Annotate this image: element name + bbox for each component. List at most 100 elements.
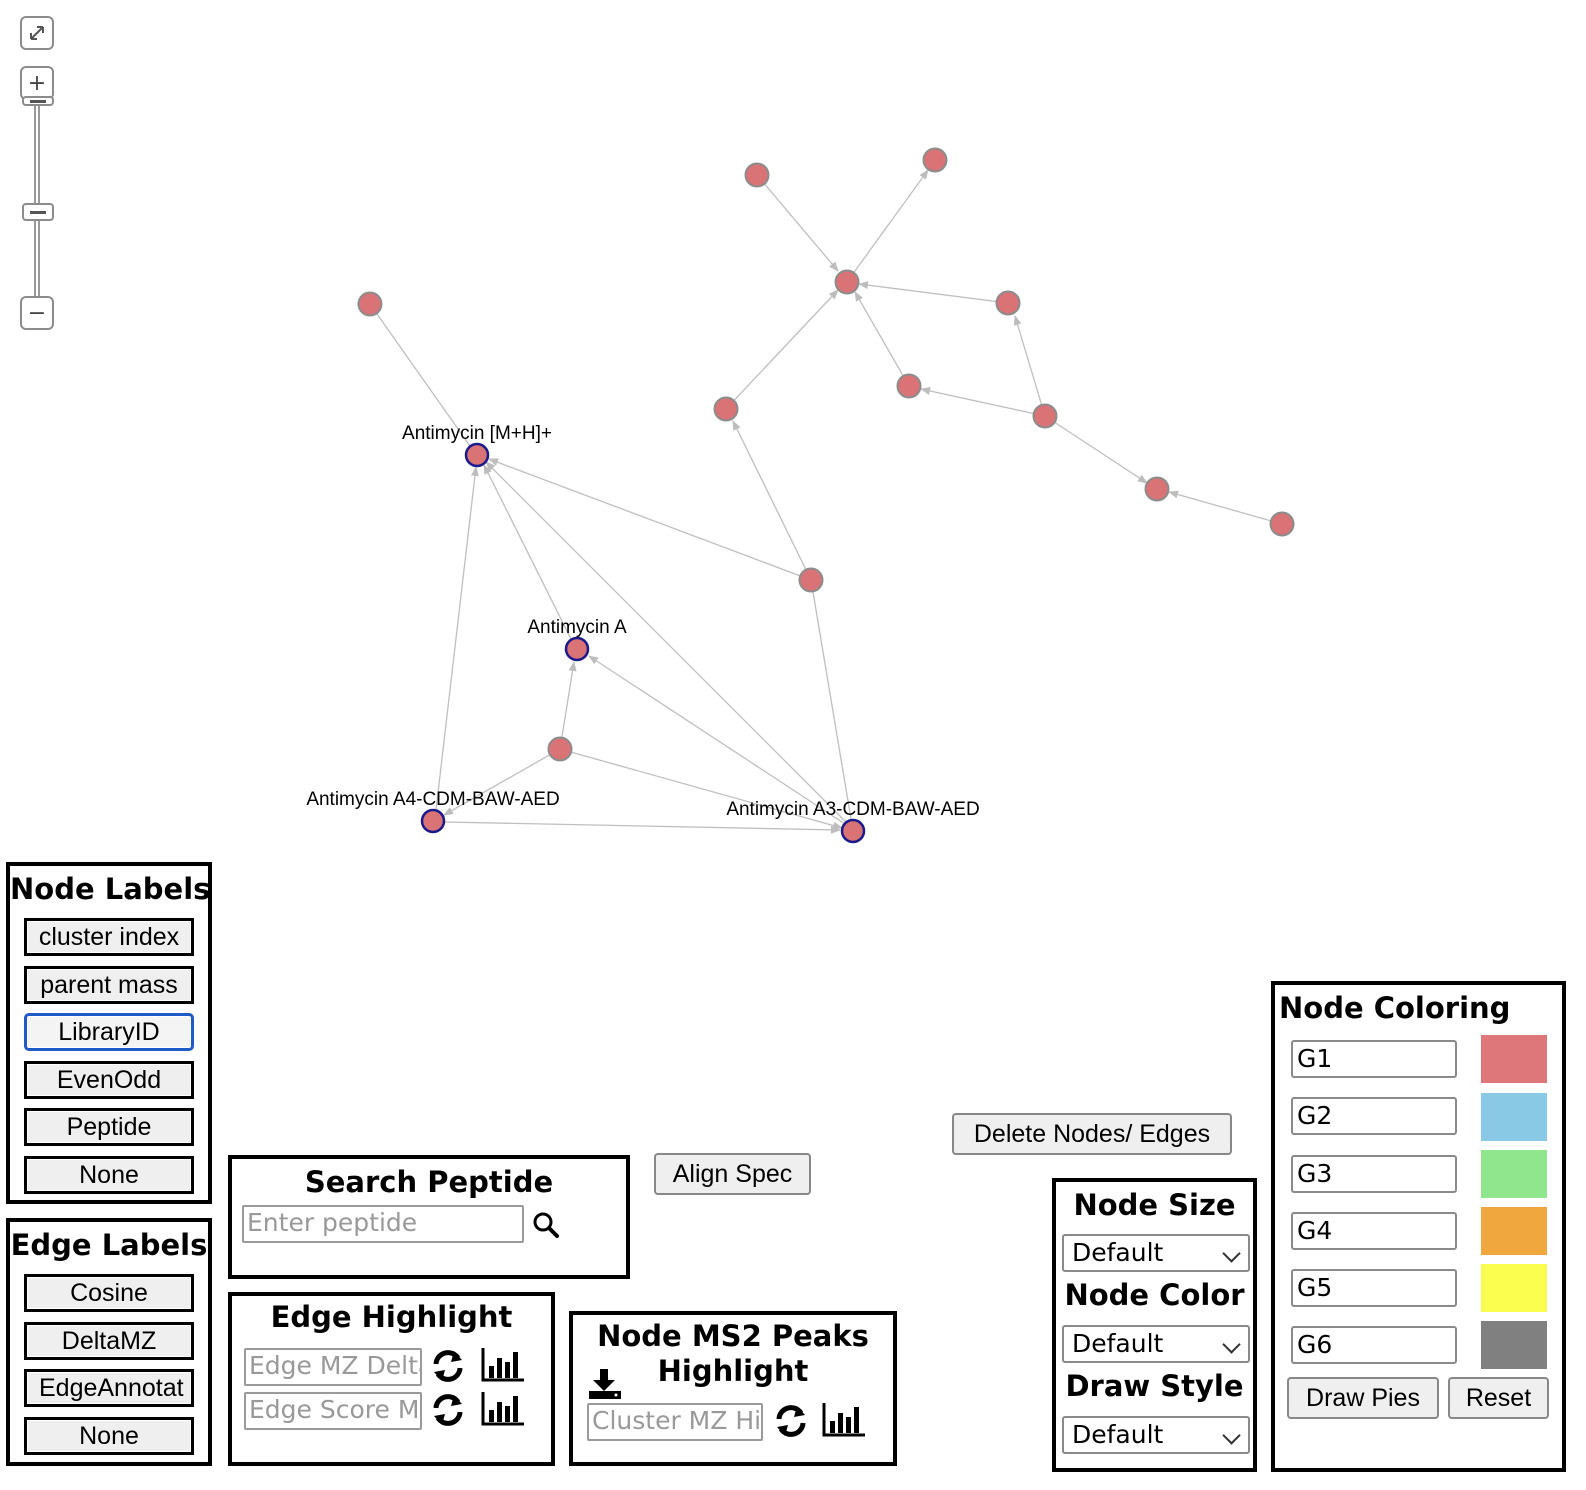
group-name-input-g5[interactable]: G5 bbox=[1291, 1269, 1457, 1307]
edge[interactable] bbox=[559, 748, 843, 830]
graph-node-antimycin-a3[interactable] bbox=[840, 818, 866, 844]
draw-style-title: Draw Style bbox=[1065, 1369, 1244, 1403]
graph-node[interactable] bbox=[547, 736, 573, 762]
graph-node-antimycin-a4[interactable] bbox=[420, 808, 446, 834]
plus-icon: + bbox=[27, 70, 47, 96]
graph-node[interactable] bbox=[1269, 511, 1295, 537]
edge[interactable] bbox=[846, 169, 929, 283]
edge[interactable] bbox=[810, 579, 852, 820]
node-label-parent-mass-button[interactable]: parent mass bbox=[24, 966, 194, 1004]
download-icon[interactable] bbox=[587, 1367, 623, 1401]
graph-node[interactable] bbox=[922, 147, 948, 173]
graph-node[interactable] bbox=[357, 291, 383, 317]
node-label-libraryid-button[interactable]: LibraryID bbox=[24, 1013, 194, 1051]
group-color-swatch-g1[interactable] bbox=[1481, 1035, 1547, 1083]
edge-label-none-button[interactable]: None bbox=[24, 1417, 194, 1455]
zoom-out-button[interactable]: − bbox=[20, 296, 54, 330]
node-coloring-panel: Node Coloring G1 G2 G3 G4 G5 G6 Draw Pie… bbox=[1271, 981, 1566, 1472]
node-label: Antimycin A3-CDM-BAW-AED bbox=[726, 799, 979, 820]
graph-node[interactable] bbox=[713, 396, 739, 422]
graph-node[interactable] bbox=[798, 567, 824, 593]
node-labels: Antimycin [M+H]+ Antimycin A Antimycin A… bbox=[306, 423, 979, 820]
edge[interactable] bbox=[756, 174, 839, 272]
group-name-input-g3[interactable]: G3 bbox=[1291, 1155, 1457, 1193]
refresh-icon[interactable] bbox=[771, 1401, 811, 1441]
search-icon[interactable] bbox=[532, 1211, 560, 1239]
edge[interactable] bbox=[1013, 315, 1046, 417]
graph-node[interactable] bbox=[744, 162, 770, 188]
graph-node[interactable] bbox=[896, 373, 922, 399]
group-color-swatch-g5[interactable] bbox=[1481, 1264, 1547, 1312]
draw-pies-button[interactable]: Draw Pies bbox=[1287, 1377, 1439, 1419]
chevron-down-icon bbox=[1222, 1426, 1241, 1445]
group-name-input-g1[interactable]: G1 bbox=[1291, 1040, 1457, 1078]
group-color-swatch-g2[interactable] bbox=[1481, 1093, 1547, 1141]
node-label-none-button[interactable]: None bbox=[24, 1156, 194, 1194]
delete-nodes-edges-button[interactable]: Delete Nodes/ Edges bbox=[952, 1113, 1232, 1155]
group-color-swatch-g4[interactable] bbox=[1481, 1207, 1547, 1255]
edge[interactable] bbox=[732, 420, 812, 581]
graph-node[interactable] bbox=[1032, 403, 1058, 429]
library-nodes bbox=[420, 442, 866, 844]
bar-chart-icon[interactable] bbox=[821, 1401, 867, 1439]
graph-node[interactable] bbox=[995, 290, 1021, 316]
node-color-title: Node Color bbox=[1064, 1278, 1245, 1312]
edge-highlight-panel: Edge Highlight Edge MZ Delta Edge Score … bbox=[228, 1292, 555, 1466]
ms2-peaks-panel: Node MS2 Peaks Highlight Cluster MZ Hig bbox=[569, 1311, 897, 1466]
edge-mz-delta-input[interactable]: Edge MZ Delta bbox=[244, 1348, 422, 1386]
group-name-input-g6[interactable]: G6 bbox=[1291, 1326, 1457, 1364]
edge[interactable] bbox=[588, 655, 846, 825]
refresh-icon[interactable] bbox=[428, 1346, 468, 1386]
edge[interactable] bbox=[920, 387, 1046, 417]
search-peptide-input[interactable]: Enter peptide bbox=[242, 1205, 524, 1243]
edge[interactable] bbox=[485, 461, 847, 823]
edge[interactable] bbox=[854, 291, 910, 387]
zoom-slider-handle[interactable] bbox=[22, 203, 54, 221]
edge[interactable] bbox=[858, 281, 1009, 304]
edge[interactable] bbox=[435, 466, 479, 811]
chevron-down-icon bbox=[1222, 1244, 1241, 1263]
cluster-mz-highlight-input[interactable]: Cluster MZ Hig bbox=[587, 1403, 763, 1441]
edge-label-deltamz-button[interactable]: DeltaMZ bbox=[24, 1322, 194, 1360]
node-size-value: Default bbox=[1072, 1238, 1164, 1267]
edge[interactable] bbox=[369, 303, 471, 447]
draw-style-select[interactable]: Default bbox=[1062, 1416, 1250, 1454]
edge[interactable] bbox=[725, 289, 839, 410]
node-label-peptide-button[interactable]: Peptide bbox=[24, 1108, 194, 1146]
node-size-title: Node Size bbox=[1073, 1188, 1236, 1222]
group-color-swatch-g3[interactable] bbox=[1481, 1150, 1547, 1198]
node-label-evenodd-button[interactable]: EvenOdd bbox=[24, 1061, 194, 1099]
edge-label-edgeannotation-button[interactable]: EdgeAnnotat bbox=[24, 1369, 194, 1407]
bar-chart-icon[interactable] bbox=[480, 1390, 526, 1428]
edge[interactable] bbox=[559, 661, 577, 750]
reset-button[interactable]: Reset bbox=[1448, 1377, 1549, 1419]
group-name-input-g4[interactable]: G4 bbox=[1291, 1212, 1457, 1250]
node-label: Antimycin A4-CDM-BAW-AED bbox=[306, 789, 559, 810]
group-name-input-g2[interactable]: G2 bbox=[1291, 1097, 1457, 1135]
refresh-icon[interactable] bbox=[428, 1390, 468, 1430]
edge[interactable] bbox=[488, 458, 812, 581]
edge-label-cosine-button[interactable]: Cosine bbox=[24, 1274, 194, 1312]
edge[interactable] bbox=[483, 464, 572, 640]
edge[interactable] bbox=[1168, 490, 1283, 525]
edge[interactable] bbox=[1044, 415, 1148, 484]
graph-node-antimycin-mh[interactable] bbox=[464, 442, 490, 468]
draw-style-value: Default bbox=[1072, 1420, 1164, 1449]
align-spec-button[interactable]: Align Spec bbox=[654, 1153, 811, 1195]
network-graph[interactable]: Antimycin [M+H]+ Antimycin A Antimycin A… bbox=[0, 0, 1586, 860]
node-label-cluster-index-button[interactable]: cluster index bbox=[24, 918, 194, 956]
ms2-peaks-subtitle: Highlight bbox=[657, 1353, 809, 1388]
fit-screen-button[interactable] bbox=[20, 16, 54, 50]
bar-chart-icon[interactable] bbox=[480, 1346, 526, 1384]
node-size-select[interactable]: Default bbox=[1062, 1234, 1250, 1272]
zoom-slider-top-cap bbox=[22, 96, 54, 106]
graph-node[interactable] bbox=[834, 269, 860, 295]
graph-node[interactable] bbox=[1144, 476, 1170, 502]
edge-score-min-input[interactable]: Edge Score Mi bbox=[244, 1392, 422, 1430]
edge[interactable] bbox=[443, 748, 561, 816]
group-color-swatch-g6[interactable] bbox=[1481, 1321, 1547, 1369]
node-color-select[interactable]: Default bbox=[1062, 1325, 1250, 1363]
node-style-panel: Node Size Default Node Color Default Dra… bbox=[1052, 1178, 1257, 1472]
edge[interactable] bbox=[444, 821, 841, 834]
graph-node-antimycin-a[interactable] bbox=[564, 636, 590, 662]
